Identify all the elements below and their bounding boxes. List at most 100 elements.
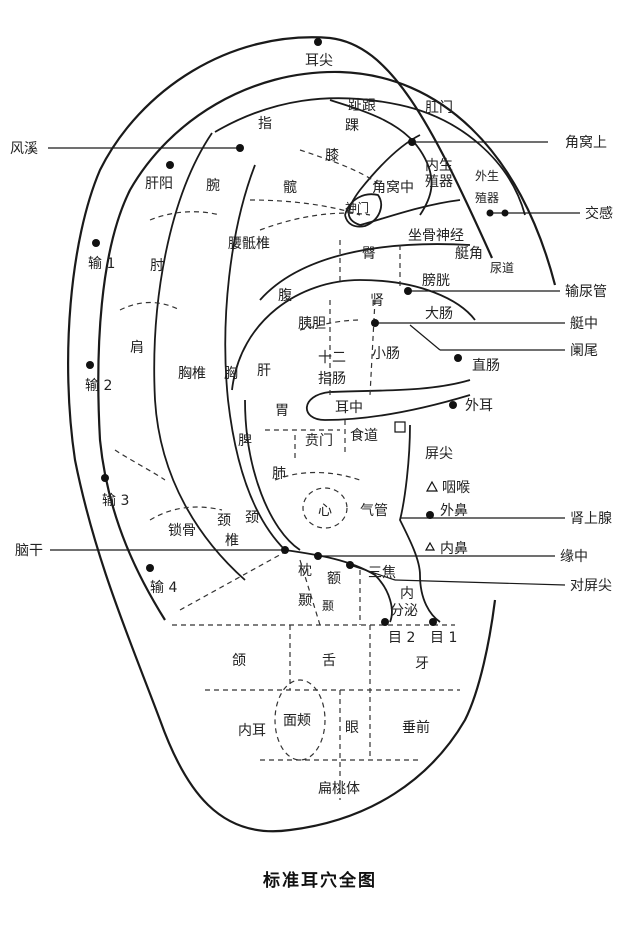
label-shuniaoguan: 输尿管 (565, 284, 607, 300)
label-kuan: 髋 (283, 179, 297, 196)
label-waier: 外耳 (465, 398, 493, 414)
label-shier-2: 指肠 (318, 371, 346, 387)
antihelix-inner-line (224, 164, 286, 551)
label-yan: 眼 (345, 720, 359, 736)
label-erjian: 耳尖 (305, 53, 333, 69)
label-shier: 十二 (318, 350, 346, 366)
label-jiaowozhong: 角窝中 (372, 179, 414, 196)
shenmen-loop (344, 193, 382, 228)
inferior-crus (259, 243, 471, 301)
label-suogu: 锁骨 (168, 523, 196, 539)
label-waibi: 外鼻 (440, 502, 468, 519)
label-pingjian: 屏尖 (425, 446, 453, 462)
label-mu1: 目 1 (430, 630, 457, 646)
label-waishengzhiqi-2: 殖器 (475, 190, 499, 205)
figure-caption: 标准耳穴全图 (263, 871, 377, 891)
leader-lines (48, 141, 580, 586)
label-xin: 心 (318, 503, 332, 519)
antitragus-outline (284, 549, 393, 623)
label-tingjiao: 艇角 (455, 246, 483, 262)
label-jingzhui: 颈 (217, 513, 231, 529)
label-pi: 脾 (238, 433, 252, 449)
triangular-fossa (347, 134, 461, 226)
label-yuanzhong: 缘中 (560, 549, 588, 565)
acupoint-labels: 耳尖 肛门 角窝上 风溪 指 趾跟 踝 膝 内生 殖器 外生 殖器 角窝中 神门… (10, 53, 613, 797)
label-neibi: 内鼻 (440, 540, 468, 557)
label-zhi: 指 (258, 116, 272, 132)
label-jingzhui-2: 椎 (225, 533, 239, 549)
label-shidao: 食道 (350, 427, 378, 444)
label-shu2: 输 2 (85, 378, 112, 394)
label-shenmen: 神门 (345, 200, 369, 215)
label-niaodao: 尿道 (490, 261, 514, 275)
concha-cavum-line (244, 399, 301, 551)
label-jiaowoshang: 角窝上 (565, 134, 607, 151)
label-huai: 踝 (345, 118, 359, 134)
label-neishengzhiqi: 内生 (425, 158, 453, 174)
label-wei: 胃 (275, 403, 289, 419)
label-zuogushenjing: 坐骨神经 (408, 228, 464, 244)
label-zhijian: 趾跟 (348, 98, 376, 114)
label-neifenmi: 内 (400, 586, 414, 602)
zone-dividers (114, 149, 460, 800)
label-pangguang: 膀胱 (422, 272, 450, 289)
label-xiaochang: 小肠 (372, 346, 400, 362)
label-jian: 肩 (130, 340, 144, 356)
scapha-border (153, 132, 246, 581)
label-jiaogan: 交感 (585, 205, 613, 222)
label-xiong: 胸 (224, 366, 238, 382)
label-tun: 臀 (362, 246, 376, 262)
label-wan: 腕 (206, 178, 220, 194)
label-fei: 肺 (272, 466, 286, 482)
label-mianjia: 面颊 (283, 713, 311, 729)
tragus-outline (399, 424, 441, 623)
label-lanwei: 阑尾 (570, 343, 598, 359)
label-biantaoti: 扁桃体 (318, 781, 360, 797)
label-neifenmi-2: 分泌 (390, 603, 418, 619)
triangular-fossa-upper (329, 99, 433, 216)
antihelix-band-outer (214, 97, 526, 216)
label-mu2: 目 2 (388, 630, 415, 646)
label-qiguan: 气管 (360, 503, 388, 519)
label-zhichang: 直肠 (472, 357, 500, 374)
label-shenshangxian: 肾上腺 (570, 511, 612, 527)
label-erzhong: 耳中 (335, 400, 363, 416)
label-naogan: 脑干 (15, 543, 43, 559)
label-yanhou: 咽喉 (442, 480, 470, 496)
label-shu1: 输 1 (88, 256, 115, 272)
label-zhou: 肘 (150, 258, 164, 274)
label-shu4: 输 4 (150, 580, 177, 596)
label-yidan: 胰胆 (298, 316, 326, 332)
label-dachang: 大肠 (425, 306, 453, 322)
label-gangmen: 肛门 (425, 100, 453, 116)
label-e: 额 (327, 571, 341, 587)
label-sanjiao: 三焦 (368, 565, 396, 581)
ear-outer-outline (67, 36, 497, 833)
label-xi: 膝 (325, 148, 339, 164)
label-waishengzhiqi: 外生 (475, 169, 499, 183)
label-duipingjian: 对屏尖 (570, 578, 612, 594)
label-he: 颌 (232, 653, 246, 669)
label-pizhixia: 颞 (322, 599, 334, 613)
label-neier: 内耳 (238, 723, 266, 739)
acupoint-dots (86, 38, 509, 626)
label-nie: 颞 (298, 593, 312, 609)
label-shen: 肾 (370, 293, 384, 309)
label-benmen: 贲门 (305, 433, 333, 449)
label-gan: 肝 (257, 363, 271, 379)
label-fu: 腹 (278, 287, 292, 304)
label-fengxi: 风溪 (10, 141, 38, 157)
label-ganyang: 肝阳 (145, 176, 173, 192)
label-shu3: 输 3 (102, 493, 129, 509)
label-yaodizhui: 腰骶椎 (228, 236, 270, 252)
label-xiongzhui: 胸椎 (178, 366, 206, 382)
label-chuiqian: 垂前 (402, 719, 430, 736)
label-she: 舌 (322, 653, 336, 669)
label-zhen: 枕 (298, 563, 312, 579)
label-ya: 牙 (415, 656, 429, 672)
label-neishengzhiqi-2: 殖器 (425, 173, 453, 190)
label-jing: 颈 (245, 510, 259, 526)
label-tingzhong: 艇中 (570, 316, 598, 332)
cymba-border (231, 279, 476, 391)
